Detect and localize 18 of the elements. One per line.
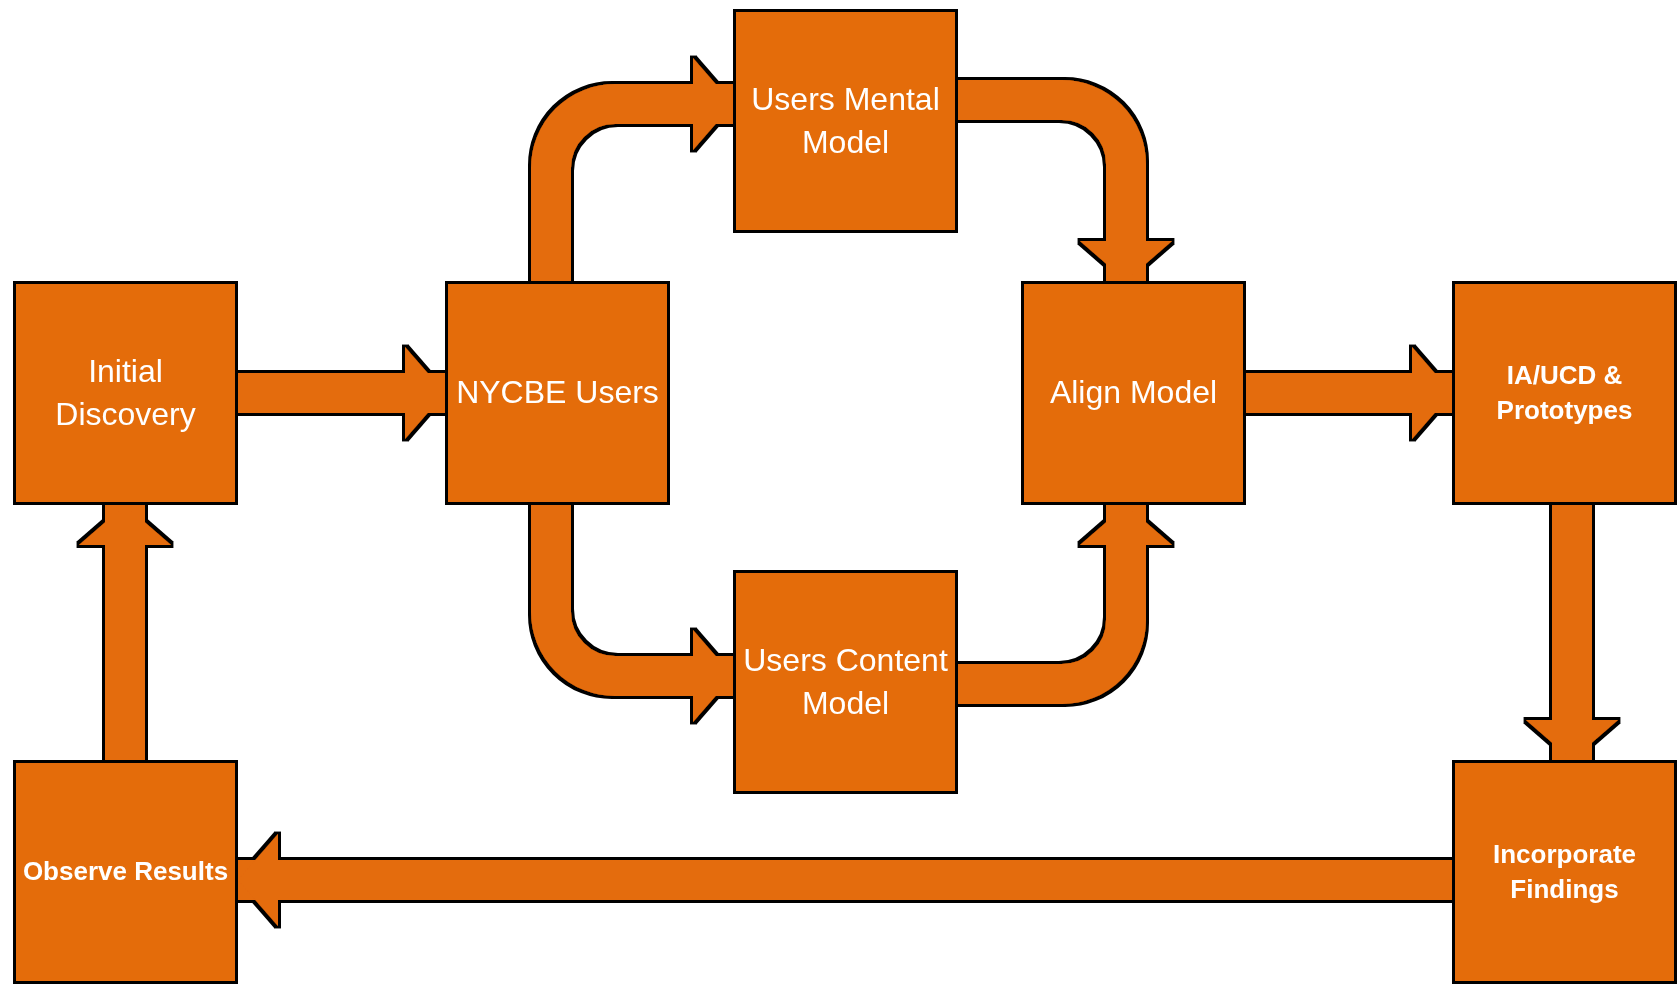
- process-box: [445, 281, 670, 505]
- box-label: IA/UCD & Prototypes: [1495, 358, 1634, 427]
- process-box: [733, 9, 958, 233]
- box-label: Users Content Model: [742, 640, 949, 723]
- box-label: Users Mental Model: [750, 79, 941, 162]
- process-box: [1452, 760, 1677, 984]
- box-label: Align Model: [1049, 373, 1218, 413]
- process-box: [13, 760, 238, 984]
- box-label: NYCBE Users: [456, 373, 659, 413]
- arrow: [238, 834, 1452, 926]
- process-box: [1452, 281, 1677, 505]
- box-label: Observe Results: [22, 855, 229, 889]
- process-box: [733, 570, 958, 794]
- box-label: Incorporate Findings: [1492, 837, 1637, 906]
- box-label: Initial Discovery: [54, 351, 197, 434]
- process-box: [13, 281, 238, 505]
- process-box: [1021, 281, 1246, 505]
- arrow: [79, 505, 171, 760]
